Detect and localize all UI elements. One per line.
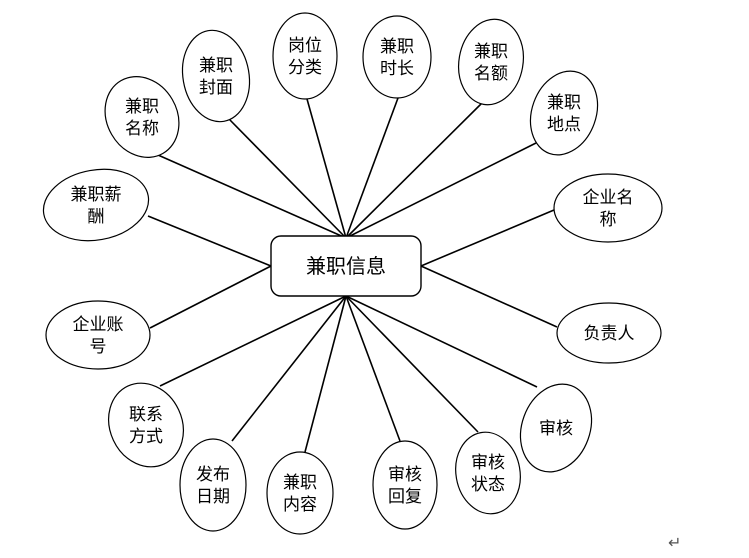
attribute-ellipse	[181, 29, 251, 123]
entity-label: 兼职信息	[306, 254, 386, 278]
attribute-label: 名称	[125, 119, 159, 139]
connector-line	[345, 295, 538, 388]
connector-line	[345, 97, 399, 239]
connector-line	[420, 209, 555, 267]
attribute-label: 日期	[196, 487, 230, 507]
connector-line	[345, 142, 537, 239]
attribute-label: 审核	[471, 453, 505, 473]
attribute-nodes: 兼职名称兼职封面岗位分类兼职时长兼职名额兼职地点兼职薪酬企业名称企业账号负责人联…	[42, 12, 663, 535]
attribute-ellipse	[272, 12, 338, 100]
attribute-ellipse	[519, 383, 593, 473]
connector-line	[345, 102, 483, 239]
attribute-ellipse	[362, 15, 432, 99]
attribute-ellipse	[455, 431, 521, 515]
attribute-label: 兼职	[125, 97, 159, 117]
attribute-label: 内容	[283, 495, 317, 515]
connector-line	[228, 118, 347, 239]
attribute-label: 状态	[471, 475, 505, 495]
attribute-ellipse	[179, 438, 247, 532]
attribute-label: 审核	[539, 419, 573, 439]
attribute-label: 审核	[388, 465, 422, 485]
attribute-label: 地点	[547, 115, 581, 135]
attribute-label: 号	[90, 337, 107, 357]
attribute-ellipse	[42, 168, 150, 242]
connector-line	[159, 295, 347, 387]
connector-line	[420, 265, 558, 328]
attribute-label: 兼职	[547, 93, 581, 113]
attribute-ellipse	[266, 451, 334, 535]
attribute-ellipse	[108, 382, 184, 468]
attribute-label: 兼职	[380, 37, 414, 57]
return-mark: ↵	[668, 533, 681, 552]
attribute-label: 酬	[88, 207, 105, 227]
connector-line	[345, 295, 401, 442]
attribute-ellipse	[556, 302, 662, 364]
attribute-label: 兼职	[283, 473, 317, 493]
attribute-label: 联系	[129, 405, 163, 425]
attribute-label: 兼职	[474, 42, 508, 62]
attribute-label: 回复	[388, 487, 422, 507]
connector-line	[306, 98, 347, 239]
attribute-label: 称	[600, 210, 617, 230]
attribute-label: 企业账	[73, 315, 124, 335]
attribute-label: 分类	[288, 58, 322, 78]
connector-lines	[147, 97, 558, 453]
attribute-label: 兼职	[199, 56, 233, 76]
connector-line	[157, 154, 347, 239]
connector-line	[231, 295, 347, 442]
attribute-label: 发布	[196, 465, 230, 485]
entity-node: 兼职信息	[270, 235, 422, 297]
attribute-label: 企业名	[583, 188, 634, 208]
attribute-node: 审核	[519, 383, 593, 473]
attribute-label: 封面	[199, 78, 233, 98]
attribute-ellipse	[529, 70, 599, 156]
connector-line	[304, 295, 347, 453]
attribute-label: 名额	[474, 64, 508, 84]
attribute-label: 负责人	[584, 324, 635, 344]
entity-box	[270, 235, 422, 297]
attribute-ellipse	[553, 173, 663, 243]
attribute-node: 负责人	[556, 302, 662, 364]
attribute-label: 时长	[380, 59, 414, 79]
attribute-label: 岗位	[288, 36, 322, 56]
connector-line	[147, 215, 272, 267]
attribute-ellipse	[104, 76, 180, 158]
attribute-ellipse	[458, 18, 524, 106]
attribute-label: 方式	[129, 427, 163, 447]
connector-line	[345, 295, 479, 433]
attribute-ellipse	[372, 440, 438, 530]
attribute-label: 兼职薪	[71, 185, 122, 205]
connector-line	[149, 265, 272, 329]
attribute-ellipse	[45, 300, 151, 370]
